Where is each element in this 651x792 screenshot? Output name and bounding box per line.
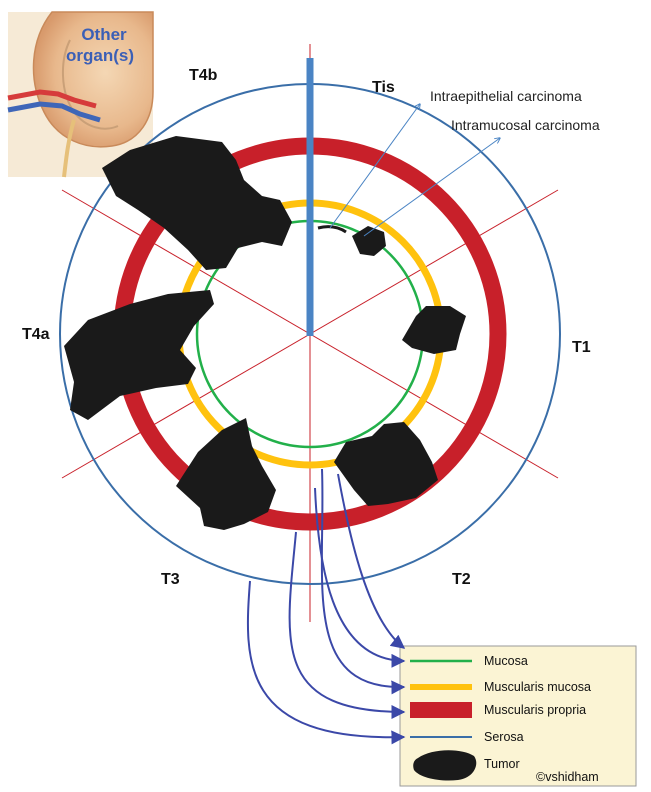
tumors	[64, 136, 466, 530]
tumor-t1	[402, 306, 466, 354]
legend: Mucosa Muscularis mucosa Muscularis prop…	[400, 646, 636, 786]
legend-label-tumor: Tumor	[484, 757, 520, 771]
label-t3: T3	[161, 571, 180, 588]
arrow-muscularis-propria	[290, 532, 404, 712]
legend-label-mucosa: Mucosa	[484, 654, 528, 668]
legend-label-muscularis-mucosa: Muscularis mucosa	[484, 680, 591, 694]
label-t4a: T4a	[22, 326, 50, 343]
label-t2: T2	[452, 571, 471, 588]
legend-credit: ©vshidham	[536, 770, 599, 784]
label-t4b: T4b	[189, 67, 218, 84]
label-tis: Tis	[372, 79, 395, 96]
inset-label-line1: Other	[81, 25, 127, 44]
legend-swatch-muscularis-propria	[410, 702, 472, 718]
intraepithelial-lesion	[318, 227, 346, 232]
callout-intramucosal: Intramucosal carcinoma	[451, 117, 600, 133]
legend-label-muscularis-propria: Muscularis propria	[484, 703, 586, 717]
callout-intraepithelial: Intraepithelial carcinoma	[430, 88, 582, 104]
arrow-serosa	[248, 581, 404, 737]
legend-label-serosa: Serosa	[484, 730, 524, 744]
label-t1: T1	[572, 339, 591, 356]
inset-label-line2: organ(s)	[66, 46, 134, 65]
